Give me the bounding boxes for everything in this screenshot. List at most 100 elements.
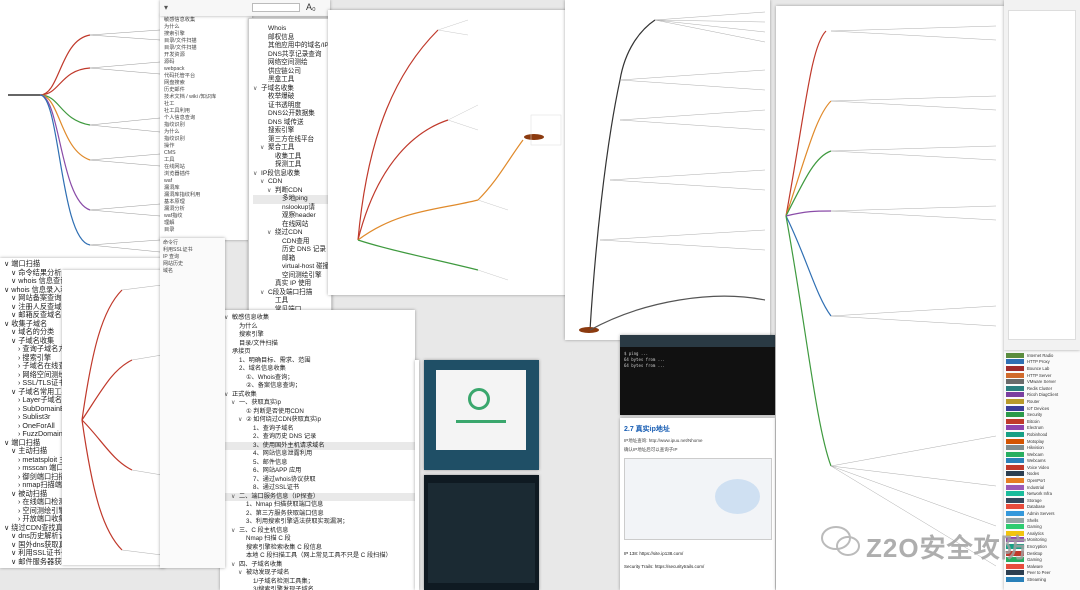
outline-item[interactable]: 邮箱 — [253, 255, 331, 264]
outline-item[interactable]: › msscan 端口扫描 — [4, 463, 165, 473]
mid-list-item[interactable]: 指纹识别 — [164, 136, 185, 142]
mid-list-item[interactable]: 理解 — [164, 220, 175, 226]
outline-item[interactable]: 真实 IP 使用 — [253, 280, 331, 289]
outline-item[interactable]: CDN查用 — [253, 238, 331, 247]
outline-item[interactable]: ∨一、获取真实ip — [224, 399, 415, 408]
outline-item[interactable]: 历史 DNS 记录 — [253, 246, 331, 255]
outline-item[interactable]: ∨ 利用SSL证书寻找真实IP — [4, 548, 165, 558]
outline-item[interactable]: › SSL/TLS证书查询 — [4, 378, 165, 388]
mid-list-item[interactable]: 操作 — [164, 143, 175, 149]
mid-list-item[interactable]: 基本原理 — [164, 199, 185, 205]
chevron-down-icon[interactable]: ∨ — [260, 289, 265, 296]
chevron-down-icon[interactable]: ∨ — [231, 493, 236, 500]
mid-list-item[interactable]: 敏感信息收集 — [164, 17, 196, 23]
mid-list-item[interactable]: waf指纹 — [164, 213, 183, 219]
outline-item[interactable]: ∨四、子域名收集 — [224, 561, 415, 570]
outline-item[interactable]: 空间测绘引擎 — [253, 272, 331, 281]
outline-item[interactable]: 3、利用搜索引擎语法获取实现漏洞； — [224, 518, 415, 527]
outline-item[interactable]: 黑盒工具 — [253, 76, 331, 85]
mid-list-item[interactable]: 工具 — [164, 157, 175, 163]
outline-item[interactable]: 枚举爆破 — [253, 93, 331, 102]
outline-item[interactable]: ∨ 收集子域名 — [4, 319, 165, 329]
mid-list-item[interactable]: 目录 — [164, 227, 175, 233]
mid-list-item[interactable]: CMS — [164, 150, 176, 156]
outline-item[interactable]: 其他应用中的域名/IP — [253, 42, 331, 51]
outline-item[interactable]: DNS 域传送 — [253, 119, 331, 128]
mid-list-item[interactable]: 社工 — [164, 101, 175, 107]
mid-list-item[interactable]: 代码托管平台 — [164, 73, 196, 79]
outline-item[interactable]: 证书透明度 — [253, 102, 331, 111]
outline-item[interactable]: ∨ 子域名收集 — [4, 336, 165, 346]
outline-item[interactable]: ∨ whois 信息查询 — [4, 276, 165, 286]
chevron-down-icon[interactable]: ∨ — [238, 570, 243, 576]
outline-item[interactable]: › 空间测绘引擎 — [4, 506, 165, 516]
chevron-down-icon[interactable]: ∨ — [267, 187, 272, 194]
outline-item[interactable]: ∨IP段信息收集 — [253, 170, 331, 179]
outline-item[interactable]: › 搜索引擎 — [4, 353, 165, 363]
outline-item[interactable]: ∨ 被动扫描 — [4, 489, 165, 499]
outline-item[interactable]: 收集工具 — [253, 153, 331, 162]
outline-item[interactable]: ∨ 域名的分类 — [4, 327, 165, 337]
outline-item[interactable]: ① 判断是否使用CDN — [224, 408, 415, 417]
outline-item[interactable]: ∨C段及端口扫描 — [253, 289, 331, 298]
outline-item[interactable]: 3、使用国外主机请求域名 — [224, 441, 415, 450]
securitytrails-link[interactable]: Security Trails: https://securitytrails.… — [624, 564, 705, 569]
outline-item[interactable]: ∨ 绕过CDN查找真实ip — [4, 523, 165, 533]
mid-list-item[interactable]: 个人信息查询 — [164, 115, 196, 121]
outline-item[interactable]: 1、明确目标、需求、范围 — [224, 357, 415, 366]
outline-item[interactable]: ∨敏感信息收集 — [224, 314, 415, 323]
outline-item[interactable]: › 开放端口收集 — [4, 514, 165, 524]
mid-list-item[interactable]: 目录/文件扫描 — [164, 38, 197, 44]
chevron-down-icon[interactable]: ∨ — [224, 391, 229, 398]
outline-item[interactable]: ∨三、C 段主机信息 — [224, 527, 415, 536]
outline-item[interactable]: DNS共享记录查询 — [253, 51, 331, 60]
chevron-down-icon[interactable]: ∨ — [267, 230, 272, 236]
outline-item[interactable]: › nmap扫描端口和探测 — [4, 480, 165, 490]
outline-item[interactable]: ∨ 主动扫描 — [4, 446, 165, 456]
mid-list-item[interactable]: 浏览器插件 — [164, 171, 190, 177]
outline-item[interactable]: ∨ dns历史解析记录 — [4, 531, 165, 541]
outline-item[interactable]: 搜索引擎检索收集 C 段信息 — [224, 544, 415, 553]
outline-item[interactable]: ∨ 端口扫描 — [4, 438, 165, 448]
outline-item[interactable]: 7、通过whois协议获取 — [224, 476, 415, 485]
outline-item[interactable]: 为什么 — [224, 323, 415, 332]
outline-item[interactable]: ∨绕过CDN — [253, 229, 331, 238]
outline-item[interactable]: › Layer子域名挖掘 — [4, 395, 165, 405]
outline-item[interactable]: 1、Nmap 扫描获取端口信息 — [224, 501, 415, 510]
mid-list-item[interactable]: 漏洞分析 — [164, 206, 185, 212]
outline-item[interactable]: ∨CDN — [253, 178, 331, 187]
search-input[interactable] — [252, 3, 300, 12]
outline-item[interactable]: › 查询子域名方式查询 — [4, 344, 165, 354]
outline-item[interactable]: ∨聚合工具 — [253, 144, 331, 153]
outline-item[interactable]: ∨判断CDN — [253, 187, 331, 196]
outline-item[interactable]: DNS公开数据集 — [253, 110, 331, 119]
chevron-down-icon[interactable]: ∨ — [231, 400, 236, 406]
outline-item[interactable]: 2、第三方服务获取端口信息 — [224, 510, 415, 519]
outline-item[interactable]: 多地ping — [253, 195, 331, 204]
mid-list-item[interactable]: waf — [164, 178, 173, 184]
outline-item[interactable]: 在线网站 — [253, 221, 331, 230]
outline-item[interactable]: 目录/文件扫描 — [224, 340, 415, 349]
ip138-link[interactable]: IP 138: https://site.ip138.com/ — [624, 551, 684, 556]
outline-item[interactable]: 1/子域名检测工具集； — [224, 578, 415, 587]
mid-list-item[interactable]: 社工具利用 — [164, 108, 190, 114]
mid-list-item[interactable]: 历史邮件 — [164, 87, 185, 93]
outline-item[interactable]: 探测工具 — [253, 161, 331, 170]
outline-item[interactable]: Nmap 扫描 C 段 — [224, 535, 415, 544]
chevron-down-icon[interactable]: ∨ — [238, 417, 243, 423]
outline-item[interactable]: 1、查询子域名 — [224, 425, 415, 434]
outline-item[interactable]: ∨ 邮件服务器获取IP — [4, 557, 165, 567]
outline-item[interactable]: ∨ 网站备案查询 — [4, 293, 165, 303]
outline-item[interactable]: ∨ whois 信息录入利用 — [4, 285, 165, 295]
outline-item[interactable]: ∨二、端口服务信息（IP探查） — [224, 492, 415, 501]
outline-item[interactable]: 网络空间测绘 — [253, 59, 331, 68]
outline-item[interactable]: › 在线端口检测 — [4, 497, 165, 507]
outline-item[interactable]: 4、网站信息泄露利用 — [224, 450, 415, 459]
chevron-down-icon[interactable]: ∨ — [260, 179, 265, 185]
outline-item[interactable]: ∨ 命令结果分析 — [4, 268, 165, 278]
outline-item[interactable]: 承接页 — [224, 348, 415, 357]
mid-list-item[interactable]: 漏洞库指纹利用 — [164, 192, 201, 198]
outline-item[interactable]: 搜索引擎 — [224, 331, 415, 340]
outline-item[interactable]: 2、域名信息收集 — [224, 365, 415, 374]
outline-item[interactable]: ∨被动发现子域名 — [224, 569, 415, 578]
